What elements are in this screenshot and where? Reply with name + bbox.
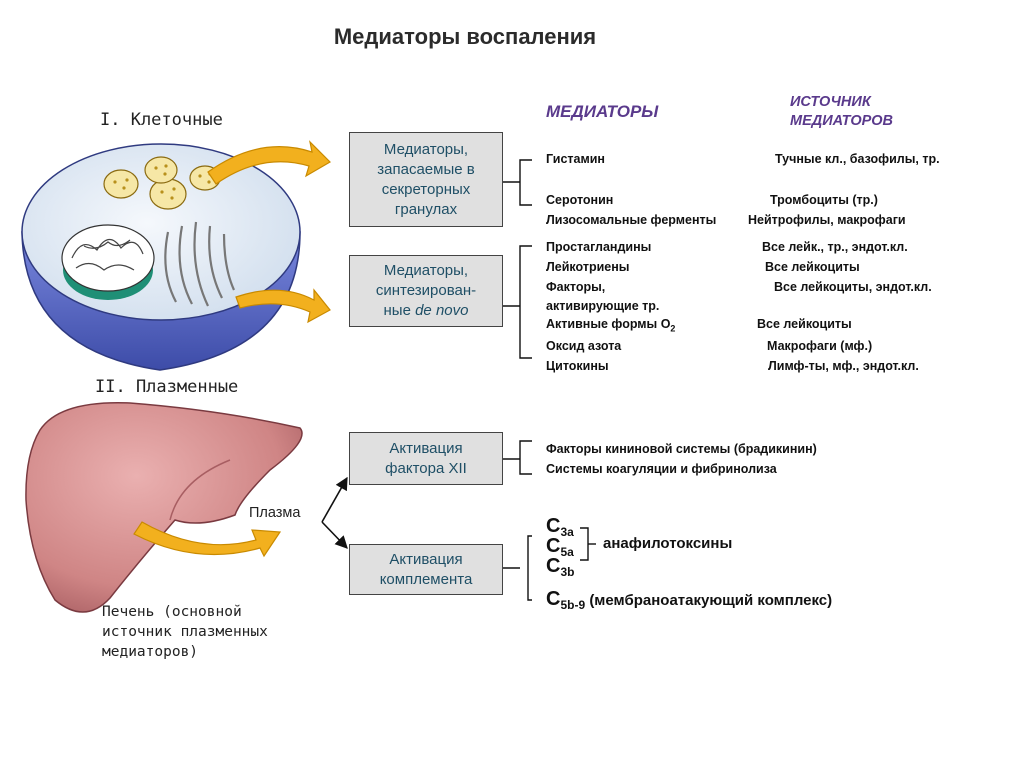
source-prostaglandins: Все лейк., тр., эндот.кл. — [762, 240, 908, 254]
source-heading-line2: МЕДИАТОРОВ — [790, 113, 894, 129]
anaphylatoxins-label: анафилотоксины — [603, 535, 733, 552]
section-plasma: II. Плазменные — [95, 377, 239, 397]
complement-c3b: С3b — [546, 555, 575, 579]
de-novo-text: de novo — [415, 302, 469, 319]
source-serotonin: Тромбоциты (тр.) — [770, 193, 878, 207]
page-title: Медиаторы воспаления — [333, 24, 597, 49]
section-cellular: I. Клеточные — [100, 110, 223, 130]
mediator-lysosomal-enzymes: Лизосомальные ферменты — [546, 213, 717, 227]
box-stored-line: гранулах — [394, 200, 458, 218]
arrow-granules-to-box — [207, 140, 331, 185]
liver-note: Печень (основной источник плазменных мед… — [102, 602, 268, 662]
mediator-histamine: Гистамин — [546, 152, 605, 166]
mediator-platelet-activating-factors: Факторы, — [546, 280, 606, 294]
box-factor12-line: Активация — [389, 439, 463, 457]
mediator-leukotrienes: Лейкотриены — [546, 260, 630, 274]
source-lysosomal-enzymes: Нейтрофилы, макрофаги — [748, 213, 906, 227]
secretory-granules — [103, 156, 221, 210]
source-leukotrienes: Все лейкоциты — [765, 260, 860, 274]
liver-note-line: источник плазменных — [102, 624, 268, 640]
plasma-arrows — [321, 476, 348, 549]
box-factor-xii: Активация фактора XII — [349, 432, 503, 485]
coagulation-fibrinolysis-item: Системы коагуляции и фибринолиза — [546, 462, 777, 476]
mediator-platelet-activating-factors-line2: активирующие тр. — [546, 299, 660, 313]
complement-c3a: С3a — [546, 515, 574, 539]
source-nitric-oxide: Макрофаги (мф.) — [767, 339, 873, 353]
source-reactive-oxygen: Все лейкоциты — [757, 317, 852, 331]
mediator-cytokines: Цитокины — [546, 359, 609, 373]
source-histamine: Тучные кл., базофилы, тр. — [775, 152, 940, 166]
box-synth-line: Медиаторы, — [383, 262, 469, 279]
mediators-column-heading: МЕДИАТОРЫ — [546, 102, 659, 121]
box-synthesized-mediators: Медиаторы, синтезирован- ные de novo — [349, 255, 503, 327]
box-synth-line: ные de novo — [383, 302, 469, 319]
plasma-label: Плазма — [249, 505, 301, 521]
brackets — [503, 159, 596, 601]
yellow-arrows — [133, 140, 331, 558]
liver-note-line: медиаторов) — [102, 644, 199, 660]
box-synth-line: синтезирован- — [375, 282, 477, 299]
complement-c5a: С5a — [546, 535, 574, 559]
source-heading-line1: ИСТОЧНИК — [790, 94, 871, 110]
arrow-golgi-to-box — [235, 288, 331, 324]
mac-label: (мембраноатакующий комплекс) — [589, 592, 833, 609]
complement-c5b9: С5b-9 (мембраноатакующий комплекс) — [546, 588, 833, 612]
mediator-nitric-oxide: Оксид азота — [546, 339, 622, 353]
source-cytokines: Лимф-ты, мф., эндот.кл. — [768, 359, 919, 373]
liver-illustration — [25, 401, 303, 613]
cell-illustration — [21, 143, 301, 371]
box-factor12-line: фактора XII — [385, 459, 467, 477]
source-platelet-activating-factors: Все лейкоциты, эндот.кл. — [774, 280, 932, 294]
mediator-prostaglandins: Простагландины — [546, 240, 652, 254]
arrow-liver-to-plasma — [133, 521, 282, 558]
box-complement-line: Активация — [389, 550, 463, 568]
kinin-system-item: Факторы кининовой системы (брадикинин) — [546, 442, 817, 456]
golgi-apparatus — [164, 221, 236, 307]
box-stored-line: запасаемые в — [377, 160, 475, 178]
source-column-heading: ИСТОЧНИК МЕДИАТОРОВ — [790, 93, 893, 131]
box-stored-line: секреторных — [381, 180, 471, 198]
liver-note-line: Печень (основной — [102, 604, 242, 620]
nucleus — [61, 224, 155, 300]
box-stored-mediators: Медиаторы, запасаемые в секреторных гран… — [349, 132, 503, 227]
box-complement: Активация комплемента — [349, 544, 503, 595]
box-stored-line: Медиаторы, — [383, 140, 469, 158]
box-complement-line: комплемента — [379, 570, 473, 588]
mediator-serotonin: Серотонин — [546, 193, 614, 207]
mediator-reactive-oxygen: Активные формы О2 — [546, 317, 676, 334]
